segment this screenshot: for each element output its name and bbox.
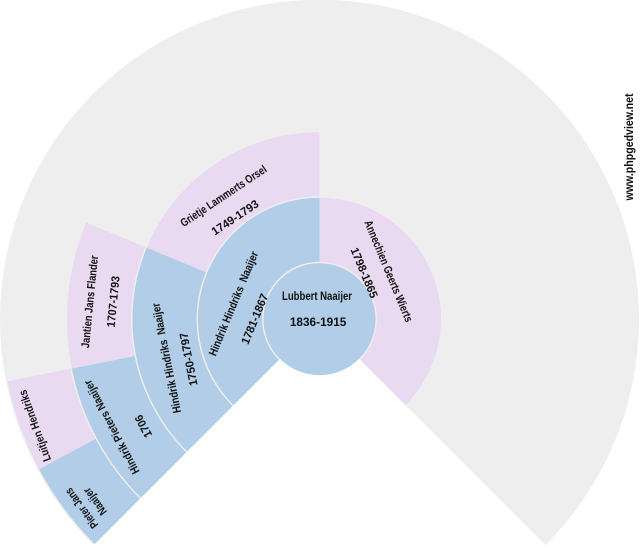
svg-text:1707-1793: 1707-1793 [106,275,123,327]
svg-text:Lubbert Naaijer: Lubbert Naaijer [282,291,352,303]
svg-text:1836-1915: 1836-1915 [290,317,347,329]
svg-text:www.phpgedview.net: www.phpgedview.net [624,93,636,201]
